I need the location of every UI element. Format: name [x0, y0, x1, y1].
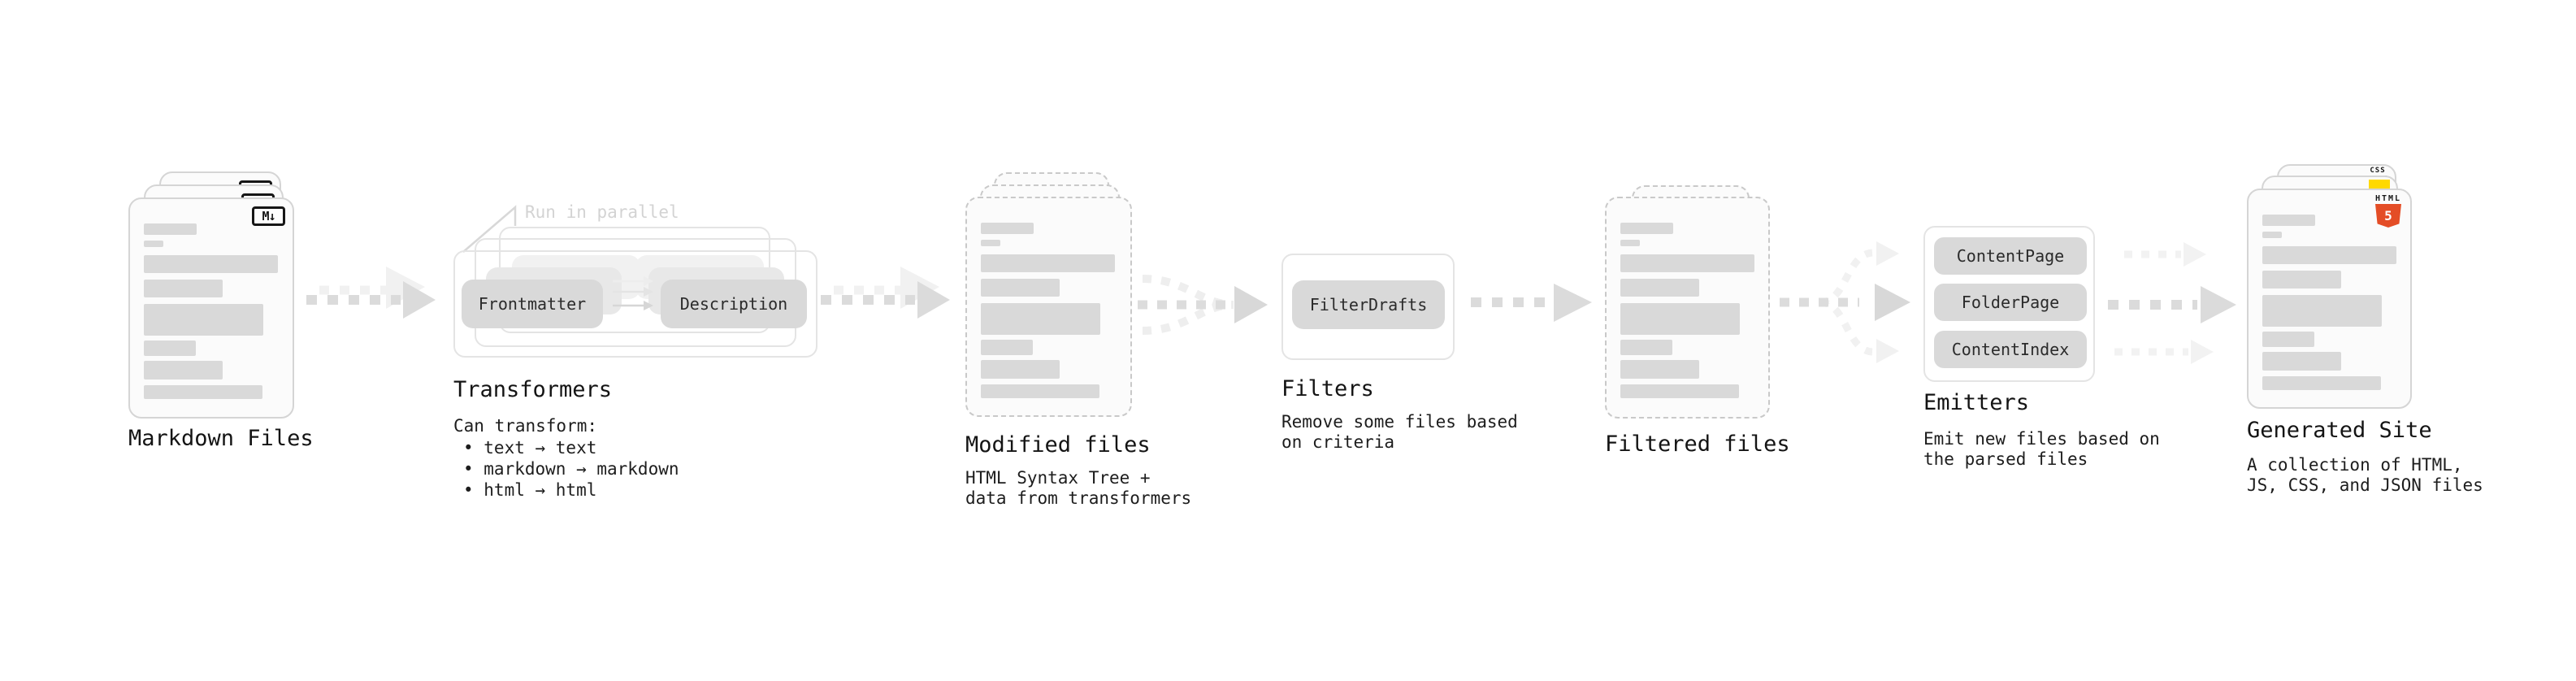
markdown-file-card-front: M↓ — [128, 197, 294, 419]
text-line-bar — [2262, 246, 2396, 264]
transformers-bullet: • html → html — [463, 480, 597, 500]
transformer-description-pill: Description — [661, 280, 807, 328]
generated-site-note: JS, CSS, and JSON files — [2247, 475, 2483, 495]
filters-note: on criteria — [1281, 432, 1395, 452]
filtered-files-label: Filtered files — [1605, 432, 1790, 457]
text-line-bar — [981, 340, 1033, 355]
filters-label: Filters — [1281, 376, 1374, 401]
emitters-label: Emitters — [1923, 390, 2030, 415]
transformer-frontmatter-pill: Frontmatter — [462, 280, 603, 328]
text-line-bar — [2262, 215, 2315, 226]
transformers-bullet: • markdown → markdown — [463, 459, 679, 479]
run-in-parallel-leader-line — [462, 205, 517, 253]
generated-site-label: Generated Site — [2247, 418, 2432, 443]
text-line-bar — [144, 304, 263, 336]
filters-note: Remove some files based — [1281, 412, 1518, 432]
emitters-note: Emit new files based on — [1923, 429, 2160, 449]
filter-drafts-pill: FilterDrafts — [1292, 280, 1445, 329]
text-line-bar — [1620, 240, 1640, 246]
text-line-bar — [981, 279, 1060, 297]
mini-arrow-icon — [613, 301, 653, 310]
transformers-bullet: • text → text — [463, 438, 597, 458]
flow-arrow-transformers-to-modified — [821, 267, 950, 319]
markdown-icon: M↓ — [252, 206, 285, 226]
filtered-file-card-front — [1605, 197, 1770, 419]
emitter-folder-page-pill: FolderPage — [1934, 284, 2087, 321]
text-line-bar — [1620, 254, 1754, 272]
text-line-bar — [981, 254, 1115, 272]
text-line-bar — [2262, 376, 2381, 390]
text-line-bar — [1620, 360, 1699, 379]
text-line-bar — [2262, 352, 2341, 371]
transformer-box-front — [453, 250, 817, 358]
text-line-bar — [981, 223, 1034, 234]
generated-html-file-card: HTML 5 — [2247, 189, 2412, 409]
text-line-bar — [981, 360, 1060, 379]
text-line-bar — [144, 223, 197, 235]
text-line-bar — [1620, 384, 1739, 398]
html5-icon: HTML 5 — [2374, 194, 2403, 228]
modified-file-card-front — [965, 197, 1132, 417]
flow-arrow-emitters-to-generated — [2108, 242, 2236, 364]
modified-files-note: data from transformers — [965, 488, 1192, 508]
text-line-bar — [1620, 279, 1699, 297]
flow-arrow-split-to-emitters — [1780, 241, 1910, 363]
filters-box — [1281, 254, 1455, 360]
emitters-note: the parsed files — [1923, 449, 2088, 469]
transformers-note-title: Can transform: — [453, 416, 598, 436]
flow-arrow-merge-to-filters — [1138, 275, 1268, 335]
text-line-bar — [1620, 223, 1673, 234]
text-line-bar — [144, 385, 262, 399]
text-line-bar — [2262, 332, 2314, 347]
modified-files-label: Modified files — [965, 432, 1151, 458]
text-line-bar — [144, 241, 163, 247]
emitters-box — [1923, 226, 2095, 382]
mini-arrow-icon — [613, 287, 653, 297]
emitter-content-page-pill: ContentPage — [1934, 237, 2087, 275]
transformers-label: Transformers — [453, 377, 613, 402]
text-line-bar — [981, 384, 1099, 398]
generated-site-note: A collection of HTML, — [2247, 455, 2463, 475]
text-line-bar — [144, 340, 196, 356]
run-in-parallel-annotation: Run in parallel — [525, 202, 679, 222]
text-line-bar — [2262, 295, 2382, 327]
text-line-bar — [144, 255, 278, 273]
modified-files-note: HTML Syntax Tree + — [965, 468, 1151, 488]
text-line-bar — [144, 361, 223, 380]
emitter-content-index-pill: ContentIndex — [1934, 331, 2087, 368]
text-line-bar — [2262, 232, 2282, 238]
flow-arrow-markdown-to-transformers — [306, 267, 436, 319]
text-line-bar — [981, 303, 1100, 335]
flow-arrow-filters-to-filtered — [1471, 284, 1592, 322]
text-line-bar — [2262, 271, 2341, 288]
text-line-bar — [144, 280, 223, 297]
text-line-bar — [981, 240, 1000, 246]
mini-arrow-icon — [613, 276, 653, 286]
text-line-bar — [1620, 303, 1740, 335]
text-line-bar — [1620, 340, 1672, 355]
markdown-files-label: Markdown Files — [128, 426, 314, 451]
